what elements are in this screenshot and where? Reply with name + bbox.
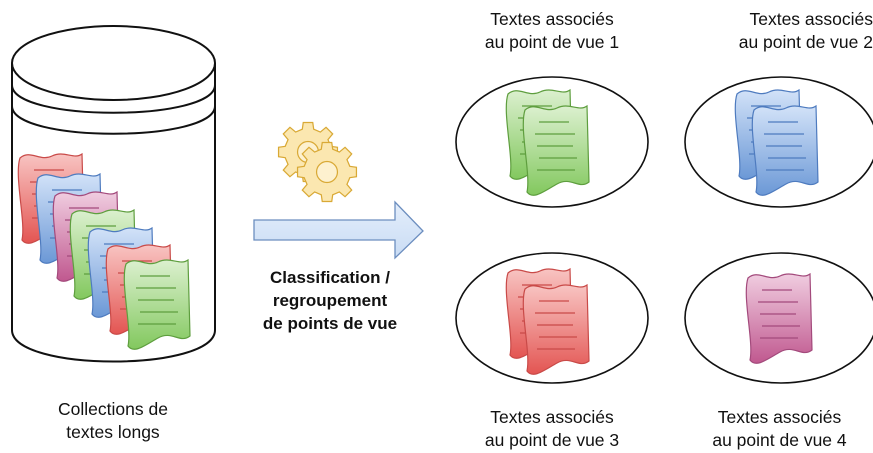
document-green-icon [522,105,590,196]
group-3-label-line1: Textes associés [490,407,614,427]
group-1-label-line1: Textes associés [490,9,614,29]
group-pov-1 [455,76,649,208]
document-green-icon [123,259,191,350]
process-label-line2: regroupement [272,291,388,310]
gears-icon [277,121,358,203]
group-2-label-line1: Textes associés [749,9,873,29]
group-4-label-line1: Textes associés [717,407,842,427]
process-label-line1: Classification / [270,268,390,287]
source-label-line1: Collections de [58,399,168,419]
group-2-label-line2: au point de vue 2 [738,32,873,52]
document-purple-icon [745,273,813,364]
group-1-label: Textes associés au point de vue 1 [457,8,647,54]
process-label: Classification / regroupement de points … [230,266,430,335]
source-label-line2: textes longs [66,422,160,442]
flow-arrow [253,200,424,260]
document-red-icon [522,284,590,375]
group-3-label: Textes associés au point de vue 3 [457,406,647,452]
group-1-label-line2: au point de vue 1 [484,32,620,52]
group-3-label-line2: au point de vue 3 [484,430,620,450]
group-pov-3 [455,252,649,384]
group-pov-2 [684,76,873,208]
source-label: Collections de textes longs [18,398,208,444]
group-4-label-line2: au point de vue 4 [712,430,847,450]
group-pov-4 [684,252,873,384]
group-2-label: Textes associés au point de vue 2 [683,8,873,54]
process-label-line3: de points de vue [262,314,398,333]
group-4-label: Textes associés au point de vue 4 [686,406,873,452]
document-blue-icon [751,105,819,196]
